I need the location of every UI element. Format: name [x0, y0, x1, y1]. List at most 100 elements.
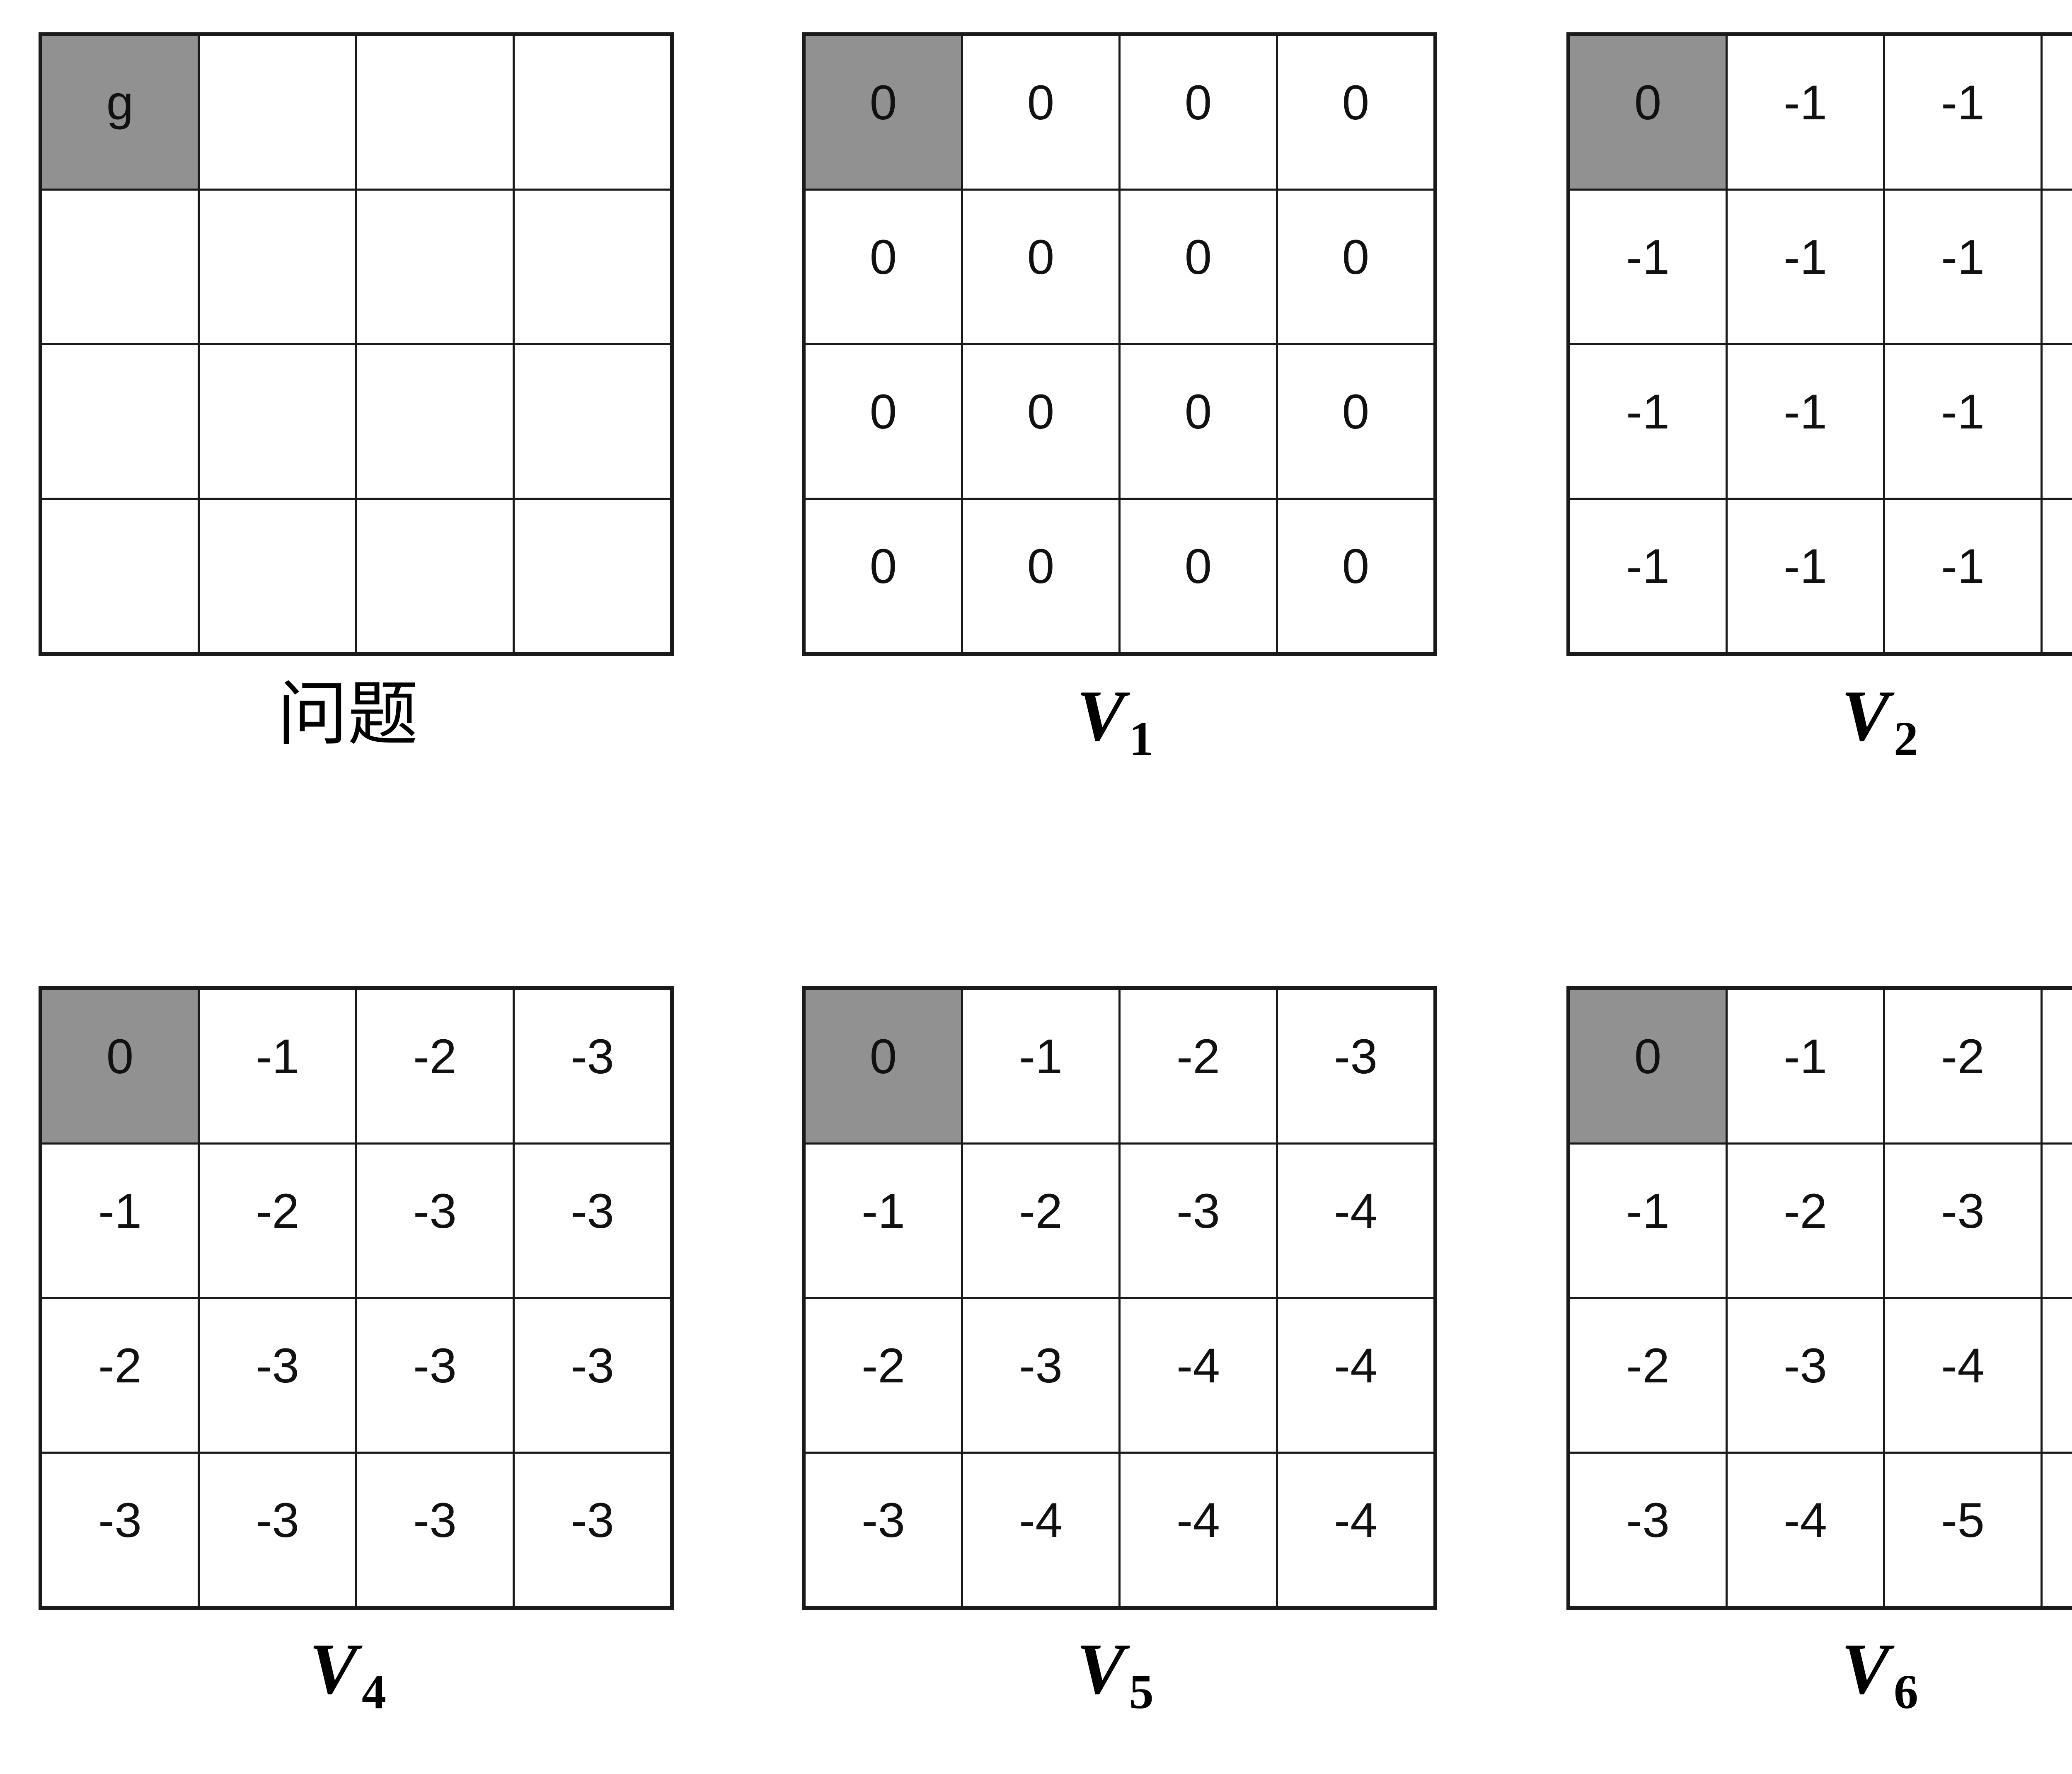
cell-value: 0: [869, 230, 897, 285]
grid-cell: [198, 498, 357, 655]
grid-row: -1 -1 -1 -1: [1567, 189, 2072, 345]
cell-value: -3: [571, 1029, 614, 1084]
panel-label-subscript: 6: [1893, 1665, 1918, 1719]
cell-value: [42, 191, 198, 233]
grid-cell: -4: [961, 1452, 1121, 1609]
cell-value: -4: [1019, 1493, 1063, 1548]
cell-value: [357, 345, 513, 387]
grid-cell: [513, 33, 673, 191]
grid-row: -2-3-4-4: [803, 1297, 1436, 1454]
panel-label-panel-problem: 问题: [39, 680, 657, 750]
cell-value: -3: [571, 1493, 614, 1548]
cell-value: 0: [1027, 75, 1055, 130]
cell-value: 0: [1027, 385, 1055, 439]
grid-cell: [198, 33, 357, 191]
grid-row: [39, 343, 673, 500]
cell-value: -5: [2043, 1454, 2072, 1545]
cell-value: [515, 345, 670, 387]
grid-cell-terminal: g: [39, 33, 200, 191]
grid-cell: [355, 498, 515, 655]
panel-label-symbol: V: [1841, 1629, 1890, 1709]
panel-label-subscript: 1: [1129, 712, 1154, 766]
cell-value: -3: [1941, 1184, 1985, 1239]
grid-cell: -3: [1276, 987, 1436, 1145]
cell-value: -1: [1784, 230, 1827, 285]
grid-cell: -1: [2041, 189, 2072, 345]
value-grid: 0-1-2-3-1-2-3-4-2-3-4-5-3-4-5-5: [1566, 986, 2072, 1610]
cell-value: -1: [2043, 36, 2072, 127]
grid-row: -2-3-4-5: [1567, 1297, 2072, 1454]
panel-v2: 0-1-1-1-1-1-1-1-1-1-1-1-1-1-1-1: [1566, 32, 2072, 656]
grid-cell: -2: [961, 1142, 1121, 1299]
cell-value: [357, 500, 513, 542]
cell-value: -2: [1176, 1029, 1220, 1084]
panel-label-panel-v6: V6: [1566, 1633, 2072, 1716]
grid-cell: [39, 189, 200, 345]
grid-cell: -3: [355, 1142, 515, 1299]
grid-row: -1-1-1-1: [1567, 498, 2072, 655]
cell-value: -1: [862, 1184, 905, 1239]
grid-cell: [513, 498, 673, 655]
grid-cell: -1: [1567, 498, 1728, 655]
grid-cell: -1: [1567, 1142, 1728, 1299]
cell-value: -4: [1334, 1493, 1377, 1548]
cell-value: -4: [2043, 1145, 2072, 1236]
grid-cell: 0: [961, 33, 1121, 191]
cell-value: -3: [413, 1493, 457, 1548]
cell-value: [200, 500, 355, 542]
grid-cell: -1: [1726, 498, 1885, 655]
panel-v6: 0-1-2-3-1-2-3-4-2-3-4-5-3-4-5-5: [1566, 986, 2072, 1610]
panel-label-subscript: 2: [1893, 712, 1918, 766]
grid-cell: -3: [198, 1452, 357, 1609]
grid-cell: -1: [1883, 343, 2043, 500]
grid-cell: -2: [1726, 1142, 1885, 1299]
grid-cell: -1: [2041, 343, 2072, 500]
cell-value: [357, 191, 513, 233]
grid-row: -1 -2 -3-3: [39, 1142, 673, 1299]
cell-value: [200, 345, 355, 387]
cell-value: 0: [869, 539, 897, 594]
grid-row: -3-4-4-4: [803, 1452, 1436, 1609]
cell-value: -2: [256, 1184, 299, 1239]
grid-cell: -3: [513, 1142, 673, 1299]
grid-cell: -1: [1567, 189, 1728, 345]
grid-row: 0-1-2-3: [803, 987, 1436, 1145]
cell-value: 0: [1342, 385, 1370, 439]
cell-value: 0: [1342, 75, 1370, 130]
cell-value: -4: [1941, 1338, 1985, 1393]
cell-value: -1: [1626, 539, 1670, 594]
grid-cell: [355, 343, 515, 500]
grid-cell: 0: [1118, 343, 1278, 500]
grid-cell: -4: [1276, 1297, 1436, 1454]
cell-value: -1: [1784, 539, 1827, 594]
grid-cell: 0: [803, 343, 963, 500]
cell-value: -4: [1334, 1338, 1377, 1393]
grid-cell: -2: [1118, 987, 1278, 1145]
grid-cell: -3: [1567, 1452, 1728, 1609]
grid-row: -3-4-5-5: [1567, 1452, 2072, 1609]
cell-value: [515, 191, 670, 233]
grid-cell: -3: [1883, 1142, 2043, 1299]
cell-value: 0: [1634, 1029, 1662, 1084]
grid-row: [39, 498, 673, 655]
grid-cell: [355, 189, 515, 345]
grid-row: g: [39, 33, 673, 191]
panel-label-symbol: V: [309, 1629, 358, 1709]
grid-cell: -2: [1567, 1297, 1728, 1454]
grid-cell: -1: [1567, 343, 1728, 500]
grid-cell: -3: [198, 1297, 357, 1454]
grid-cell-terminal: 0: [803, 987, 963, 1145]
cell-value: -1: [1941, 230, 1985, 285]
grid-cell: -1: [1726, 33, 1885, 191]
grid-row: 0-1-1-1: [1567, 33, 2072, 191]
cell-value: -2: [1019, 1184, 1063, 1239]
grid-cell-terminal: 0: [39, 987, 200, 1145]
panel-problem: g: [39, 32, 674, 656]
panel-label-subscript: 4: [361, 1665, 386, 1719]
cell-value: -1: [98, 1184, 142, 1239]
cell-value: -1: [1784, 385, 1827, 439]
panel-label-panel-v5: V5: [802, 1633, 1428, 1716]
